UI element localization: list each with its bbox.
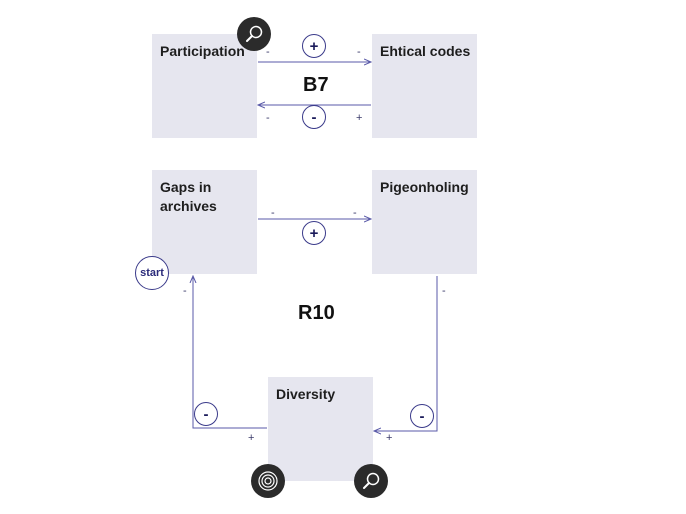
sign-tail: + [356,112,363,124]
node-ethical-codes: Ehtical codes [372,34,477,138]
polarity-marker: - [302,105,326,129]
sign-head: - [266,112,270,124]
polarity-marker: - [194,402,218,426]
sign-head: + [386,432,393,444]
sign-tail: - [271,207,275,219]
start-marker: start [135,256,169,290]
sign-head: - [357,46,361,58]
node-gaps-in-archives-label: Gaps in archives [160,179,217,214]
node-pigeonholing-label: Pigeonholing [380,179,469,195]
node-pigeonholing: Pigeonholing [372,170,477,274]
node-gaps-in-archives: Gaps in archives [152,170,257,274]
loop-label-r10: R10 [298,302,335,324]
node-ethical-codes-label: Ehtical codes [380,43,471,59]
polarity-marker: + [302,34,326,58]
link-pigeonholing-diversity [374,276,438,431]
magnifier-icon [237,17,271,51]
magnifier-icon [354,464,388,498]
concentric-circles-icon [251,464,285,498]
node-diversity-label: Diversity [276,386,336,402]
node-diversity: Diversity [268,377,373,481]
sign-head: - [353,207,357,219]
sign-tail: - [266,46,270,58]
polarity-marker: - [410,404,434,428]
node-participation-label: Participation [160,43,245,59]
sign-tail: + [248,432,255,444]
sign-head: - [183,285,187,297]
link-diversity-gaps [193,276,267,429]
loop-label-b7: B7 [303,74,329,96]
sign-tail: - [442,285,446,297]
polarity-marker: + [302,221,326,245]
node-participation: Participation [152,34,257,138]
